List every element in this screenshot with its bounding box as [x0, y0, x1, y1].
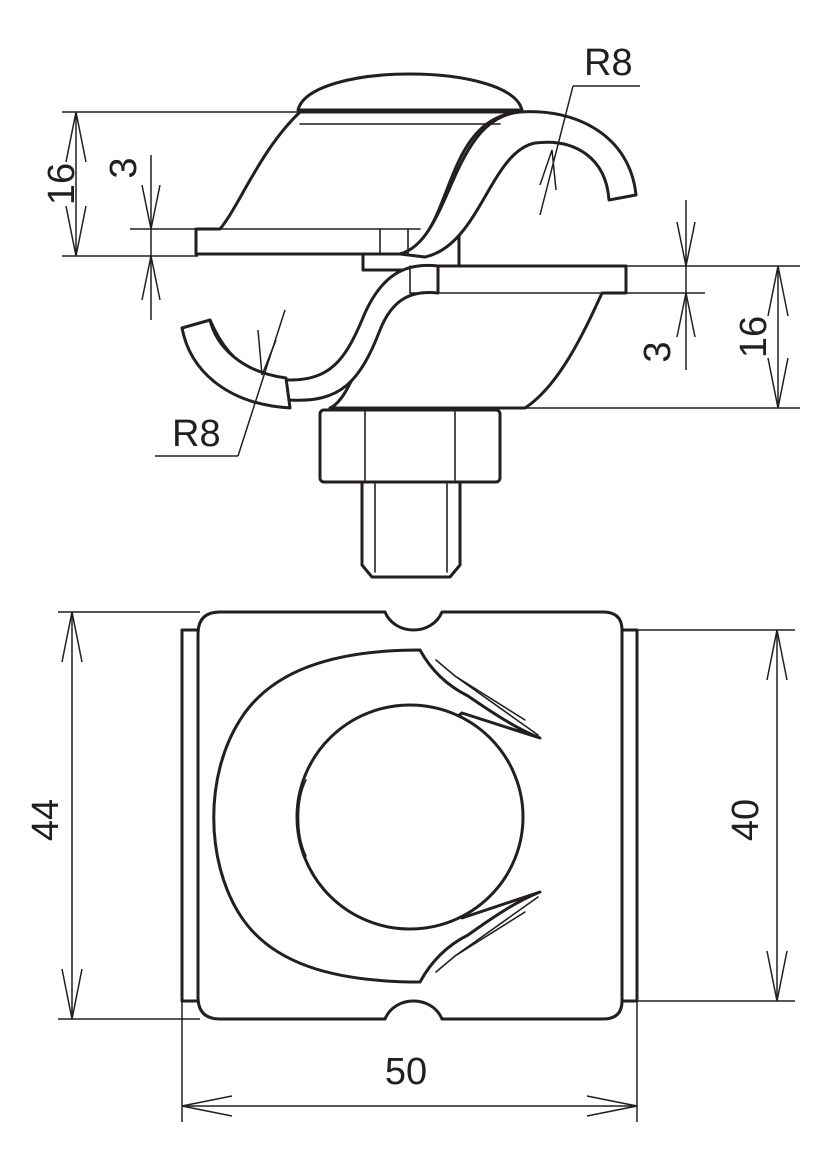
dim-plate-height-label: 40 — [725, 799, 767, 841]
dim-arrows — [676, 221, 696, 338]
dim-bottom-thickness-label: 3 — [637, 341, 679, 362]
bolt-head — [296, 72, 524, 112]
wire-guide — [454, 675, 526, 721]
dim-top-radius-label: R8 — [584, 42, 633, 84]
radius-leader — [237, 309, 286, 457]
bolt-shadow — [297, 779, 307, 857]
radius-arrow — [539, 149, 557, 191]
dim-arrows — [61, 611, 83, 1020]
dim-bottom-height-label: 16 — [733, 316, 775, 358]
side-view: 16 3 R8 16 3 R8 — [41, 42, 800, 579]
dim-bottom-radius-label: R8 — [172, 413, 221, 455]
threaded-end — [360, 480, 462, 579]
saddle-outline — [212, 648, 542, 984]
bolt-circle — [295, 703, 525, 931]
dim-arrows — [141, 184, 161, 301]
dim-arrows — [767, 265, 789, 409]
plan-view: 44 40 50 — [25, 610, 795, 1122]
hex-nut — [318, 408, 502, 484]
dim-top-height-label: 16 — [41, 163, 83, 205]
dim-arrows — [181, 1095, 638, 1117]
dim-arrows — [766, 629, 788, 1002]
top-clamp-hook — [398, 110, 638, 259]
radius-leader — [539, 85, 574, 216]
wire-guide — [454, 911, 526, 957]
radius-arrow — [257, 329, 277, 376]
dim-width-label: 50 — [385, 1051, 427, 1093]
bottom-hook-tip — [180, 318, 292, 410]
dim-overall-height-label: 44 — [25, 799, 67, 841]
dim-top-thickness-label: 3 — [103, 157, 145, 178]
dim-arrows — [65, 111, 87, 257]
